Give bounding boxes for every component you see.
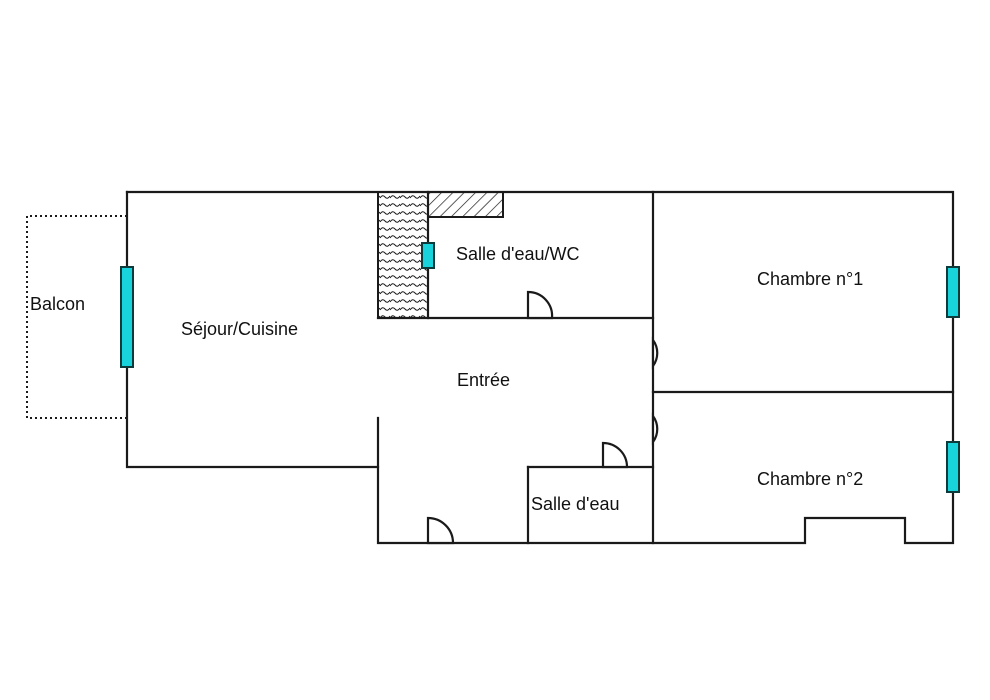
door-chambre-1 bbox=[651, 336, 659, 370]
balcony-outline bbox=[26, 215, 127, 419]
room-label-sejour: Séjour/Cuisine bbox=[181, 319, 298, 339]
window-chambre-2 bbox=[946, 441, 960, 493]
room-label-salle-eau: Salle d'eau bbox=[531, 494, 620, 514]
window-salle-eau-wc bbox=[421, 242, 435, 269]
door-salle-eau bbox=[601, 441, 629, 469]
room-label-chambre-1: Chambre n°1 bbox=[757, 269, 863, 289]
doors bbox=[426, 290, 659, 545]
room-label-entree: Entrée bbox=[457, 370, 510, 390]
room-label-balcon: Balcon bbox=[30, 294, 85, 314]
window-chambre-1 bbox=[946, 266, 960, 318]
door-entrance bbox=[426, 516, 455, 545]
window-sejour bbox=[120, 266, 134, 368]
room-label-chambre-2: Chambre n°2 bbox=[757, 469, 863, 489]
shaft-hatched bbox=[377, 191, 429, 319]
door-salle-eau-wc bbox=[526, 290, 554, 320]
room-label-salle-eau-wc: Salle d'eau/WC bbox=[456, 244, 580, 264]
door-chambre-2 bbox=[651, 412, 659, 446]
windows bbox=[120, 242, 960, 493]
duct-hatched bbox=[427, 191, 504, 218]
